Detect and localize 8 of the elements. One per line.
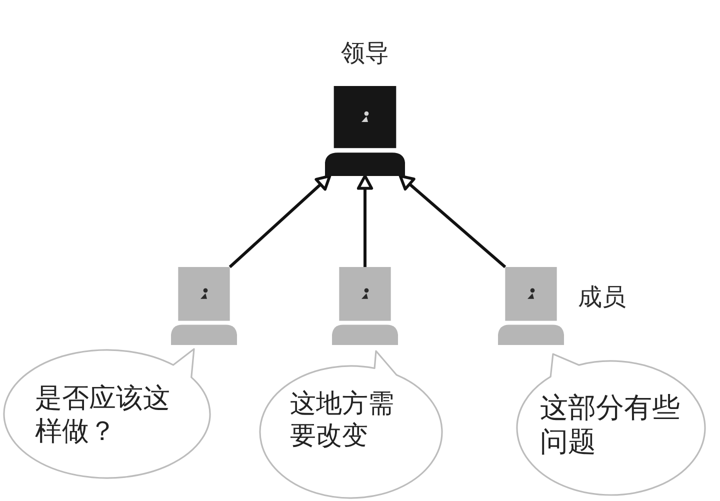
speech-text: 是否应该这样做？ [35,382,171,448]
arrow [356,174,374,267]
role-label: 成员 [578,284,626,312]
arrow [228,174,332,268]
speech-text: 这地方需要改变 [290,388,395,452]
role-label: 领导 [341,40,389,68]
arrow [398,174,506,268]
speech-text: 这部分有些问题 [540,392,681,460]
